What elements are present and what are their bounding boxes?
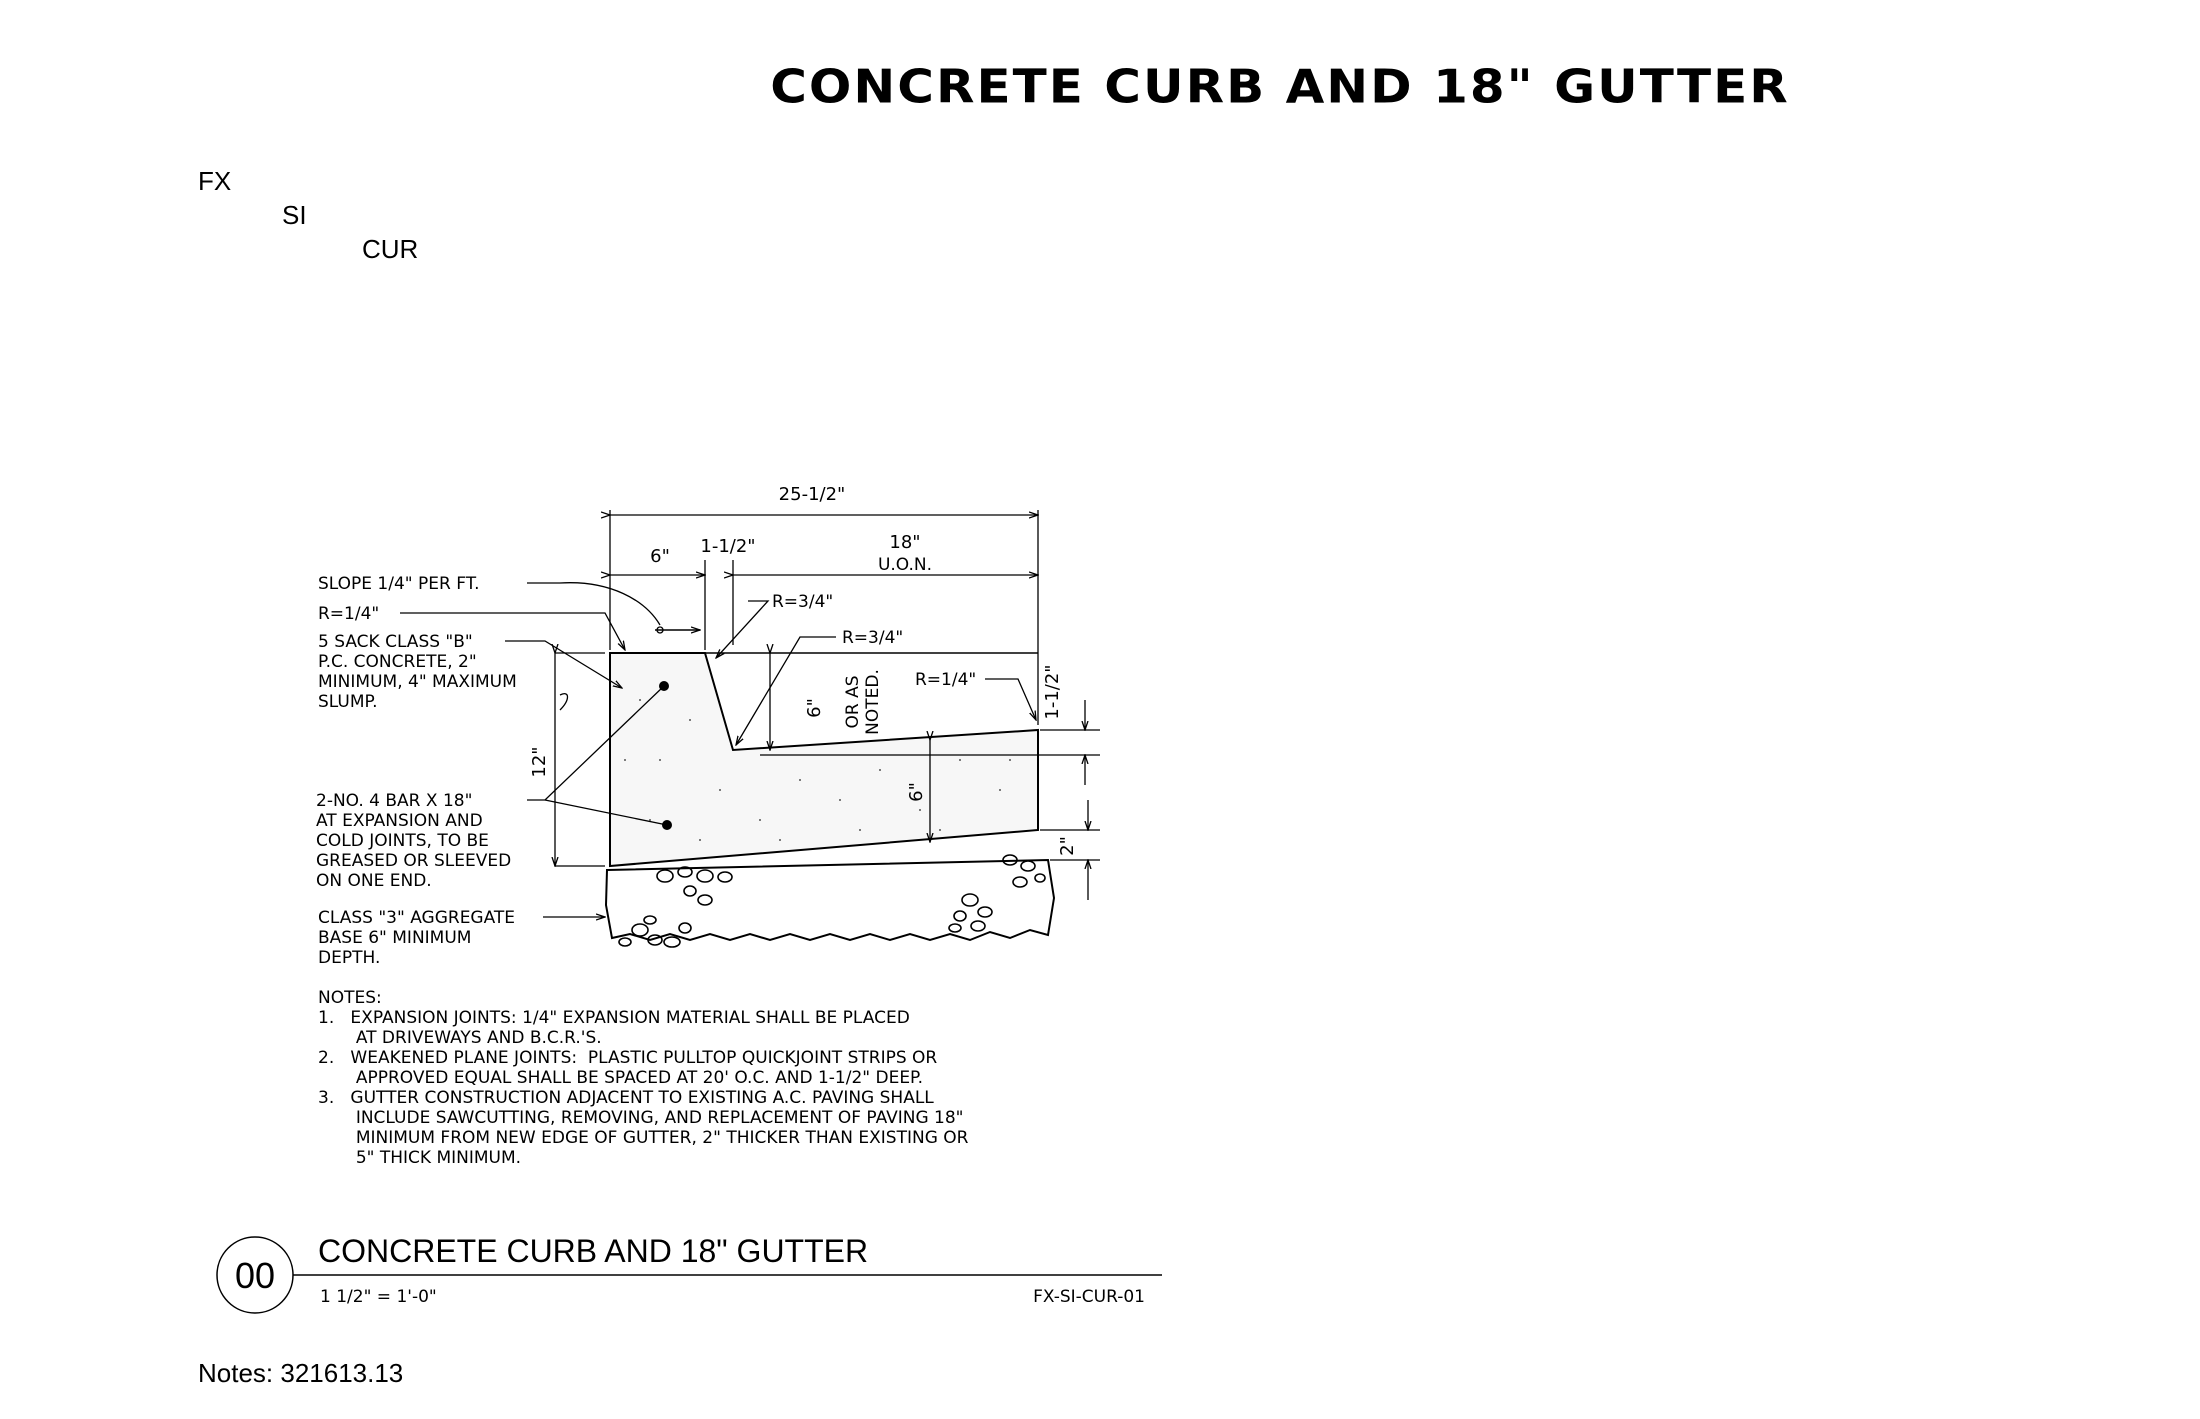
leader-lines xyxy=(400,582,1036,917)
callout-rebar-1: 2-NO. 4 BAR X 18" xyxy=(316,791,472,811)
callout-aggregate-1: CLASS "3" AGGREGATE xyxy=(318,908,515,928)
callout-radius-top: R=3/4" xyxy=(772,592,833,612)
notes-heading: NOTES: xyxy=(318,988,382,1008)
detail-title: CONCRETE CURB AND 18" GUTTER xyxy=(318,1233,868,1269)
callout-radius-right: R=1/4" xyxy=(915,670,976,690)
callout-rebar-3: COLD JOINTS, TO BE xyxy=(316,831,489,851)
code-level-2: SI xyxy=(282,200,307,230)
callout-rebar-4: GREASED OR SLEEVED xyxy=(316,851,511,871)
dimension-lines xyxy=(555,510,1100,900)
dim-curb: 6" xyxy=(650,546,670,567)
note-line-8: 5" THICK MINIMUM. xyxy=(318,1148,521,1168)
slope-origin xyxy=(656,626,664,634)
callout-concrete-2: P.C. CONCRETE, 2" xyxy=(318,652,477,672)
callout-rebar-2: AT EXPANSION AND xyxy=(316,811,483,831)
footer-notes: Notes: 321613.13 xyxy=(198,1358,404,1388)
callout-rebar-5: ON ONE END. xyxy=(316,871,432,891)
callout-radius-flow: R=3/4" xyxy=(842,628,903,648)
callout-radius-left: R=1/4" xyxy=(318,604,379,624)
callout-concrete-3: MINIMUM, 4" MAXIMUM xyxy=(318,672,517,692)
detail-sheet-id: FX-SI-CUR-01 xyxy=(1033,1287,1145,1307)
concrete-stipple xyxy=(624,699,1011,841)
aggregate-base xyxy=(604,858,1056,942)
detail-number: 00 xyxy=(235,1255,275,1296)
code-level-3: CUR xyxy=(362,234,419,264)
callout-aggregate-2: BASE 6" MINIMUM xyxy=(318,928,471,948)
drawing-title: CONCRETE CURB AND 18" GUTTER xyxy=(770,60,1790,114)
dim-gutter-note: U.O.N. xyxy=(878,555,932,575)
note-line-1: 1. EXPANSION JOINTS: 1/4" EXPANSION MATE… xyxy=(318,1008,910,1028)
note-line-7: MINIMUM FROM NEW EDGE OF GUTTER, 2" THIC… xyxy=(318,1128,969,1148)
callout-concrete-1: 5 SACK CLASS "B" xyxy=(318,632,473,652)
dim-curb-face-note-2: NOTED. xyxy=(863,669,883,735)
dim-curb-face: 6" xyxy=(804,698,825,718)
dim-transition: 1-1/2" xyxy=(700,536,755,557)
note-line-6: INCLUDE SAWCUTTING, REMOVING, AND REPLAC… xyxy=(318,1108,964,1128)
note-line-3: 2. WEAKENED PLANE JOINTS: PLASTIC PULLTO… xyxy=(318,1048,937,1068)
dim-lip: 1-1/2" xyxy=(1042,664,1063,719)
dim-height: 12" xyxy=(529,746,550,777)
callout-concrete-4: SLUMP. xyxy=(318,692,378,712)
aggregate-stones xyxy=(618,854,1046,948)
dim-gutter-depth: 6" xyxy=(906,782,927,802)
dim-overall: 25-1/2" xyxy=(779,484,846,505)
callout-aggregate-3: DEPTH. xyxy=(318,948,380,968)
dim-curb-face-note-1: OR AS xyxy=(843,675,863,728)
note-line-4: APPROVED EQUAL SHALL BE SPACED AT 20' O.… xyxy=(318,1068,923,1088)
detail-scale: 1 1/2" = 1'-0" xyxy=(320,1287,437,1307)
dim-gutter: 18" xyxy=(889,532,920,553)
callout-slope: SLOPE 1/4" PER FT. xyxy=(318,574,479,594)
note-line-5: 3. GUTTER CONSTRUCTION ADJACENT TO EXIST… xyxy=(318,1088,934,1108)
note-line-2: AT DRIVEWAYS AND B.C.R.'S. xyxy=(318,1028,602,1048)
code-level-1: FX xyxy=(198,166,232,196)
dim-base-drop: 2" xyxy=(1057,836,1078,856)
